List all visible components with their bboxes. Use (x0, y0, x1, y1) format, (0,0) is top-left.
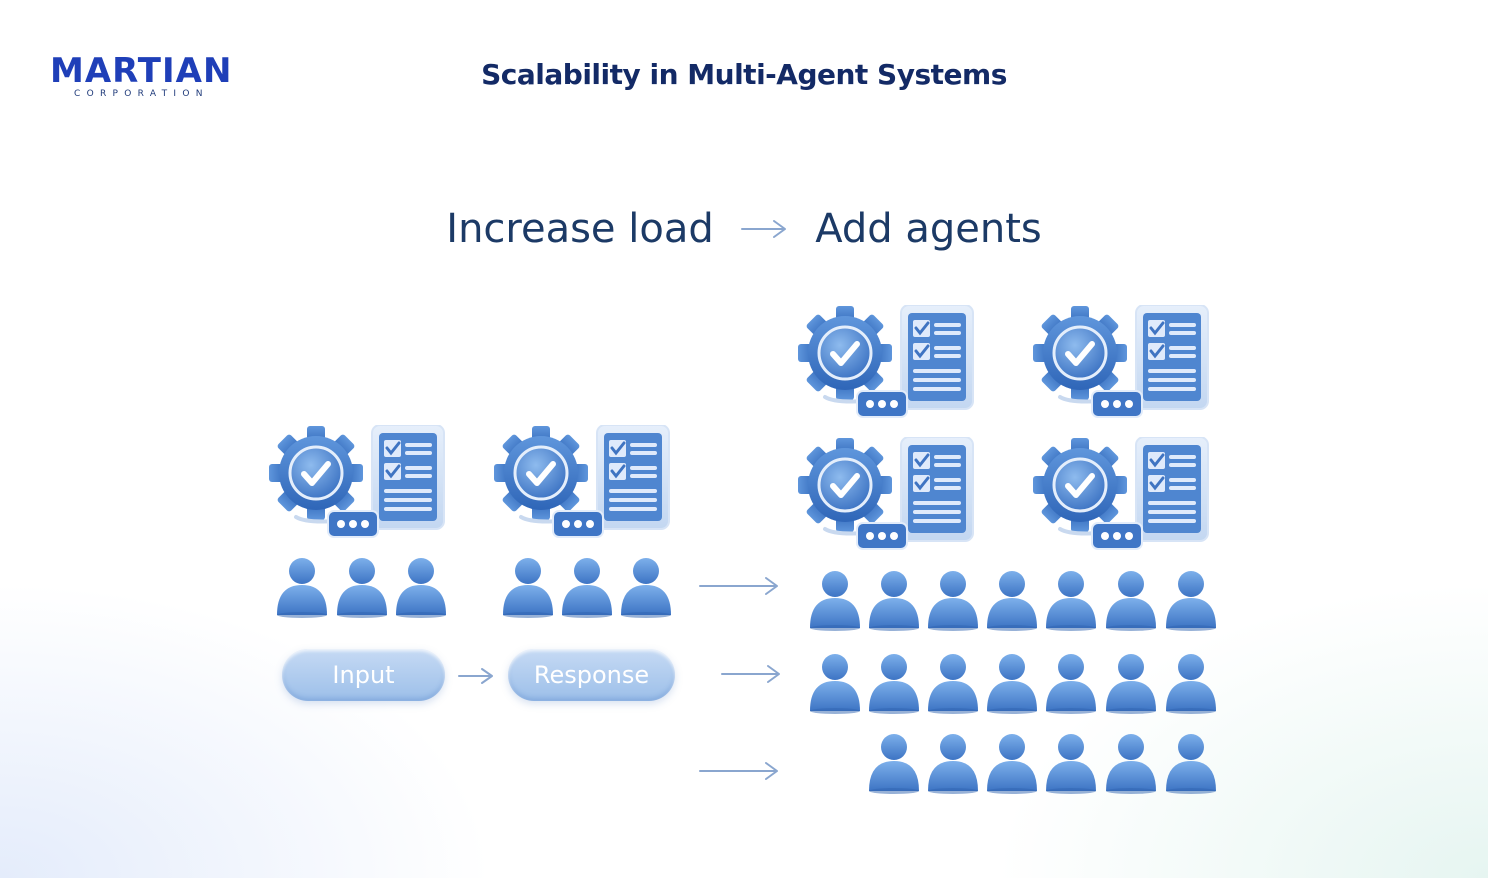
person-icon (807, 568, 863, 632)
person-icon (925, 568, 981, 632)
person-icon (559, 555, 615, 619)
headline-left: Increase load (446, 206, 714, 252)
person-icon (274, 555, 330, 619)
person-icon (925, 731, 981, 795)
agent-icon (268, 425, 448, 545)
person-icon (984, 651, 1040, 715)
headline: Increase load Add agents (0, 204, 1488, 252)
headline-right: Add agents (815, 206, 1042, 252)
person-icon (807, 651, 863, 715)
martian-logo: MARTIAN CORPORATION (50, 54, 250, 99)
arrow-right-icon (741, 220, 787, 238)
person-icon (618, 555, 674, 619)
person-icon (866, 651, 922, 715)
person-icon (1103, 568, 1159, 632)
agent-icon (493, 425, 673, 545)
person-icon (984, 568, 1040, 632)
agent-icon (797, 437, 977, 557)
arrow-right-icon (721, 665, 780, 683)
person-icon (925, 651, 981, 715)
person-icon (1043, 731, 1099, 795)
agent-icon (1032, 305, 1212, 425)
person-icon (866, 731, 922, 795)
agent-icon (797, 305, 977, 425)
logo-wordmark: MARTIAN (50, 51, 233, 91)
agent-icon (1032, 437, 1212, 557)
person-icon (1103, 651, 1159, 715)
input-pill: Input (282, 649, 445, 701)
person-icon (866, 568, 922, 632)
person-icon (334, 555, 390, 619)
person-icon (1163, 731, 1219, 795)
person-icon (393, 555, 449, 619)
person-icon (1043, 568, 1099, 632)
arrow-right-icon (698, 761, 782, 781)
response-pill: Response (508, 649, 675, 701)
logo-subtitle: CORPORATION (74, 89, 209, 99)
person-icon (1103, 731, 1159, 795)
slide-title: Scalability in Multi-Agent Systems (481, 58, 1007, 91)
arrow-right-icon (458, 668, 493, 684)
person-icon (500, 555, 556, 619)
person-icon (1163, 651, 1219, 715)
arrow-right-icon (698, 576, 782, 596)
person-icon (1163, 568, 1219, 632)
person-icon (984, 731, 1040, 795)
person-icon (1043, 651, 1099, 715)
